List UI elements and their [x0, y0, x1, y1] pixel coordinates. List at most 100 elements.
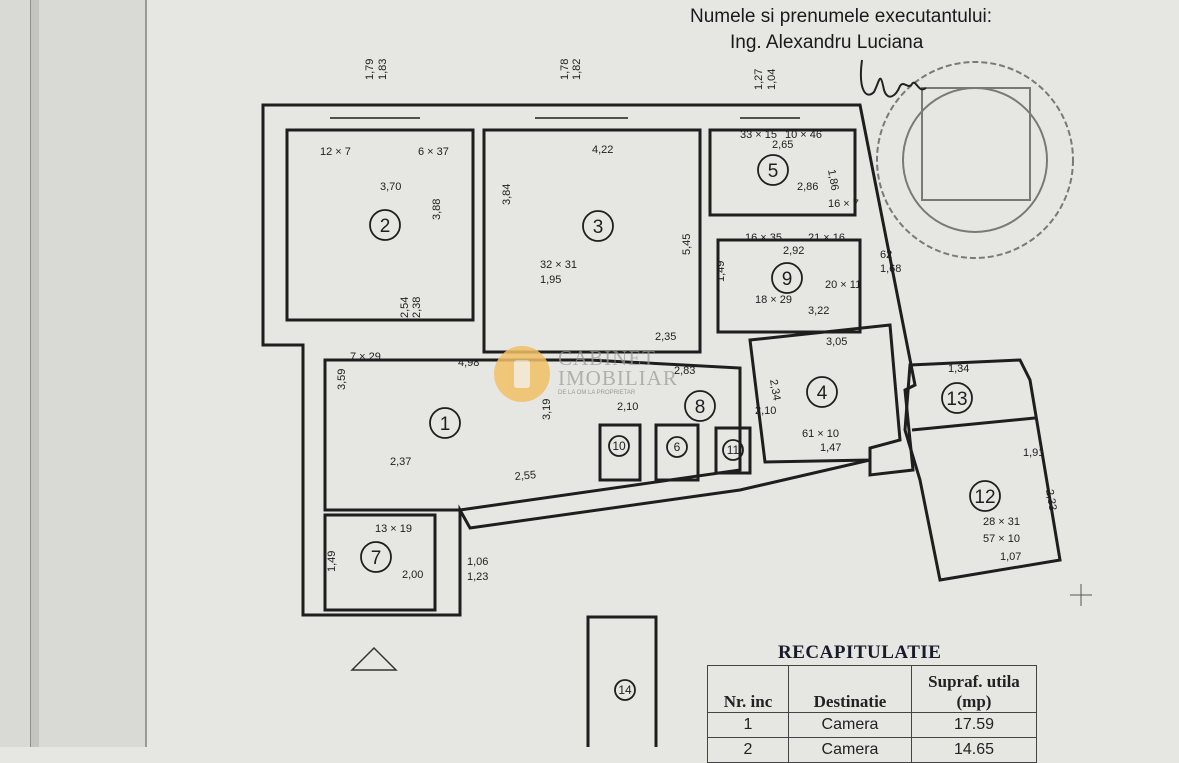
room-12-13-outline [903, 358, 1062, 582]
dimension-label: 3,70 [380, 181, 401, 193]
dimension-label: 1,86 [825, 168, 841, 191]
dimension-label: 2,83 [674, 365, 695, 377]
room-marker-2: 2 [369, 209, 401, 241]
dimension-label: 28 × 31 [983, 516, 1020, 528]
room-number: 12 [974, 487, 995, 508]
dimension-label: 3,05 [826, 336, 847, 348]
dimension-label: 2,10 [755, 405, 776, 417]
room-number: 1 [440, 414, 451, 435]
cell-destinatie: Camera [788, 712, 912, 738]
dimension-label: 10 × 46 [785, 129, 822, 141]
dimension-label: 1,95 [540, 274, 561, 286]
outer-wall [261, 103, 917, 617]
room-number: 4 [817, 383, 828, 404]
room-6-outline [654, 423, 700, 482]
dimension-label: 12 × 7 [320, 146, 351, 158]
dimension-label: 2,92 [783, 245, 804, 257]
recap-title: RECAPITULATIE [778, 642, 942, 663]
dimension-label: 3,59 [336, 369, 348, 390]
room-number: 7 [371, 548, 382, 569]
dimension-label: 2,65 [772, 139, 793, 151]
room-4-outline [748, 323, 902, 464]
room-2-outline [285, 128, 475, 322]
dimension-label: 2,55 [514, 469, 536, 483]
dimension-label: 1,27 [753, 69, 765, 90]
room-marker-5: 5 [757, 154, 789, 186]
room-number: 2 [380, 216, 391, 237]
dimension-label: 13 × 19 [375, 523, 412, 535]
dimension-label: 4,98 [458, 357, 479, 369]
watermark-line2: IMOBILIAR [558, 366, 678, 390]
executant-name: Ing. Alexandru Luciana [730, 32, 924, 53]
dimension-label: 3,88 [431, 199, 443, 220]
room-marker-1: 1 [429, 407, 461, 439]
room-marker-10: 10 [608, 435, 630, 457]
dimension-label: 5,45 [681, 234, 693, 255]
dimension-label: 4,22 [592, 144, 613, 156]
dimension-label: 57 × 10 [983, 533, 1020, 545]
watermark-tagline: DE LA OM LA PROPRIETAR [558, 390, 636, 396]
binder-margin [0, 0, 147, 747]
room-11-outline [714, 426, 752, 475]
dimension-label: 21 × 16 [808, 232, 845, 244]
room-number: 11 [727, 443, 740, 457]
room-14-outline [586, 615, 658, 747]
cell-destinatie: Camera [788, 737, 912, 763]
dimension-label: 16 × 7 [828, 198, 859, 210]
dimension-label: 1,04 [766, 69, 778, 90]
dimension-label: 33 × 15 [740, 129, 777, 141]
room-12-13-divider [911, 416, 1036, 432]
watermark-line1: CABINET [558, 346, 656, 370]
room-number: 9 [782, 269, 793, 290]
room-marker-11: 11 [722, 439, 744, 461]
cell-suprafata: 14.65 [911, 737, 1037, 763]
dimension-label: 1,06 [467, 556, 488, 568]
dimension-label: 1,91 [1023, 447, 1044, 459]
dimension-label: 32 × 31 [540, 259, 577, 271]
dimension-label: 1,47 [820, 442, 841, 454]
dimension-label: 1,82 [571, 59, 583, 80]
room-3-outline [482, 128, 702, 354]
dimension-label: 20 × 11 [825, 279, 861, 291]
room-marker-14: 14 [614, 679, 636, 701]
agency-logo-icon [494, 346, 550, 402]
room-number: 6 [674, 440, 681, 454]
signature [860, 59, 927, 98]
table-header-row: Nr. inc Destinatie Supraf. utila (mp) [707, 665, 1037, 713]
dimension-label: 3,19 [541, 399, 553, 420]
room-5-outline [708, 128, 857, 217]
dimension-label: 2,35 [655, 331, 676, 343]
dimension-label: 16 × 35 [745, 232, 782, 244]
room-marker-9: 9 [771, 262, 803, 294]
dimension-label: 6 × 37 [418, 146, 449, 158]
room-marker-8: 8 [684, 390, 716, 422]
official-stamp [876, 61, 1074, 259]
room-7-outline [323, 513, 437, 612]
cell-nr: 2 [707, 737, 789, 763]
dimension-label: 2,33 [1043, 488, 1059, 511]
dimension-label: 3,84 [501, 184, 513, 205]
col-destinatie: Destinatie [788, 665, 912, 713]
room-marker-6: 6 [666, 436, 688, 458]
dimension-label: 2,00 [402, 569, 423, 581]
dimension-label: 7 × 29 [350, 351, 381, 363]
room-marker-13: 13 [941, 382, 973, 414]
dimension-label: 1,34 [948, 363, 969, 375]
dimension-label: 1,49 [326, 551, 338, 572]
table-row: 2 Camera 14.65 [707, 737, 1037, 763]
dimension-label: 2,37 [390, 456, 411, 468]
room-10-outline [598, 423, 642, 482]
room-marker-3: 3 [582, 210, 614, 242]
room-number: 10 [612, 439, 626, 453]
north-arrow-icon [350, 646, 398, 671]
dimension-label: 1,23 [467, 571, 488, 583]
room-number: 5 [768, 161, 779, 182]
room-number: 14 [618, 683, 632, 697]
margin-line [30, 0, 39, 747]
dimension-label: 61 × 10 [802, 428, 839, 440]
room-marker-7: 7 [360, 541, 392, 573]
dimension-label: 1,83 [377, 59, 389, 80]
dimension-label: 3,22 [808, 305, 829, 317]
dimension-label: 2,54 [399, 297, 411, 318]
